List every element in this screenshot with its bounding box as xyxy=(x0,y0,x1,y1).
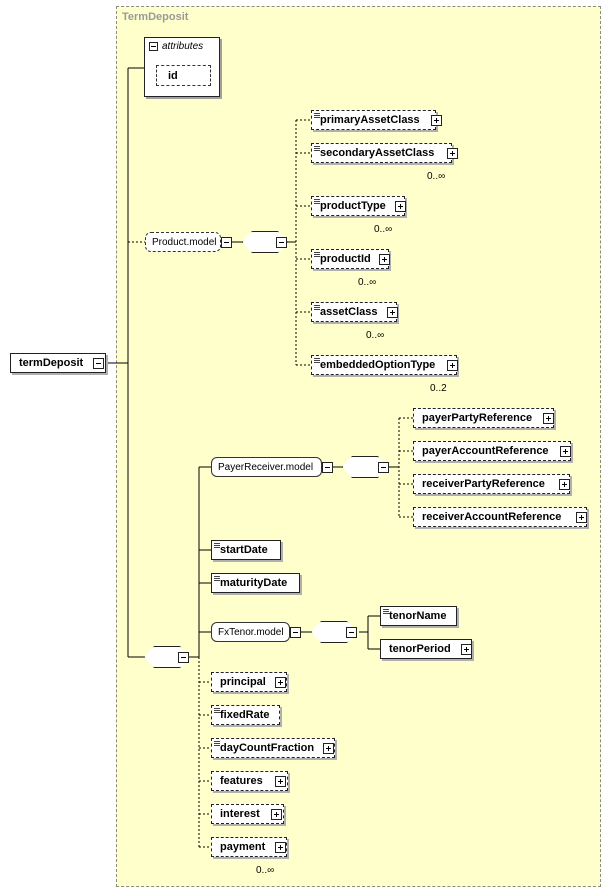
element-tenorname[interactable]: tenorName xyxy=(380,606,457,626)
element-label: tenorPeriod xyxy=(389,643,451,655)
expand-icon[interactable] xyxy=(275,842,286,853)
element-payment[interactable]: payment xyxy=(211,833,291,857)
group-fxtenor-model[interactable]: FxTenor.model xyxy=(211,622,290,642)
element-features[interactable]: features xyxy=(211,771,288,791)
element-label: payerPartyReference xyxy=(422,412,533,424)
documentation-icon xyxy=(314,146,320,152)
group-label: FxTenor.model xyxy=(218,627,284,638)
documentation-icon xyxy=(314,252,320,258)
element-daycountfraction[interactable]: dayCountFraction xyxy=(211,738,335,758)
collapse-icon[interactable] xyxy=(149,42,158,51)
expand-icon[interactable] xyxy=(576,512,587,523)
element-productid[interactable]: productId xyxy=(311,245,393,269)
expand-icon[interactable] xyxy=(447,148,458,159)
collapse-icon[interactable] xyxy=(221,237,232,248)
element-label: productType xyxy=(320,200,386,212)
element-interest[interactable]: interest xyxy=(211,804,284,824)
collapse-icon[interactable] xyxy=(276,237,287,248)
group-label: PayerReceiver.model xyxy=(218,462,314,473)
element-label: receiverAccountReference xyxy=(422,511,562,523)
element-label: payerAccountReference xyxy=(422,445,549,457)
element-label: maturityDate xyxy=(220,577,288,589)
element-label: tenorName xyxy=(389,610,447,622)
occurrence-label: 0..∞ xyxy=(366,330,385,341)
element-label: features xyxy=(220,775,263,787)
expand-icon[interactable] xyxy=(559,479,570,490)
element-maturitydate[interactable]: maturityDate xyxy=(211,573,300,593)
element-producttype[interactable]: productType xyxy=(311,192,409,216)
documentation-icon xyxy=(314,199,320,205)
collapse-icon[interactable] xyxy=(93,358,104,369)
collapse-icon[interactable] xyxy=(178,652,189,663)
attributes-box: attributes id xyxy=(144,37,220,97)
element-label: secondaryAssetClass xyxy=(320,147,435,159)
attributes-title: attributes xyxy=(162,41,204,52)
documentation-icon xyxy=(314,113,320,119)
element-label: assetClass xyxy=(320,306,378,318)
element-label: receiverPartyReference xyxy=(422,478,545,490)
element-payeraccountreference[interactable]: payerAccountReference xyxy=(413,441,571,461)
attribute-id[interactable]: id xyxy=(156,65,211,86)
element-label: principal xyxy=(220,676,266,688)
element-receiveraccountreference[interactable]: receiverAccountReference xyxy=(413,507,587,527)
root-element-termdeposit[interactable]: termDeposit xyxy=(10,353,106,373)
element-label: embeddedOptionType xyxy=(320,359,436,371)
group-label: Product.model xyxy=(152,237,217,248)
expand-icon[interactable] xyxy=(543,413,554,424)
expand-icon[interactable] xyxy=(461,644,472,655)
documentation-icon xyxy=(214,741,220,747)
occurrence-label: 0..∞ xyxy=(374,224,393,235)
expand-icon[interactable] xyxy=(431,115,442,126)
element-label: payment xyxy=(220,841,266,853)
complex-type-title: TermDeposit xyxy=(122,11,189,23)
element-embeddedoptiontype[interactable]: embeddedOptionType xyxy=(311,351,461,375)
expand-icon[interactable] xyxy=(275,677,286,688)
element-principal[interactable]: principal xyxy=(211,672,287,692)
element-primaryassetclass[interactable]: primaryAssetClass xyxy=(311,110,442,130)
element-label: startDate xyxy=(220,544,268,556)
element-label: dayCountFraction xyxy=(220,742,315,754)
collapse-icon[interactable] xyxy=(290,627,301,638)
collapse-icon[interactable] xyxy=(322,462,333,473)
documentation-icon xyxy=(214,543,220,549)
group-payerreceiver-model[interactable]: PayerReceiver.model xyxy=(211,457,322,477)
group-product-model[interactable]: Product.model xyxy=(145,232,221,252)
expand-icon[interactable] xyxy=(271,809,282,820)
expand-icon[interactable] xyxy=(395,201,406,212)
attribute-id-label: id xyxy=(168,70,178,82)
occurrence-label: 0..2 xyxy=(430,383,447,394)
expand-icon[interactable] xyxy=(379,254,390,265)
occurrence-label: 0..∞ xyxy=(427,171,446,182)
element-receiverpartyreference[interactable]: receiverPartyReference xyxy=(413,474,570,494)
occurrence-label: 0..∞ xyxy=(358,277,377,288)
expand-icon[interactable] xyxy=(447,360,458,371)
root-element-label: termDeposit xyxy=(19,357,84,369)
element-tenorperiod[interactable]: tenorPeriod xyxy=(380,639,472,659)
documentation-icon xyxy=(214,576,220,582)
element-payerpartyreference[interactable]: payerPartyReference xyxy=(413,408,554,428)
documentation-icon xyxy=(214,708,220,714)
collapse-icon[interactable] xyxy=(378,462,389,473)
documentation-icon xyxy=(314,358,320,364)
element-startdate[interactable]: startDate xyxy=(211,540,281,560)
documentation-icon xyxy=(314,305,320,311)
expand-icon[interactable] xyxy=(560,446,571,457)
element-label: fixedRate xyxy=(220,709,270,721)
element-label: productId xyxy=(320,253,371,265)
expand-icon[interactable] xyxy=(387,307,398,318)
expand-icon[interactable] xyxy=(275,776,286,787)
element-label: primaryAssetClass xyxy=(320,114,420,126)
documentation-icon xyxy=(383,609,389,615)
element-assetclass[interactable]: assetClass xyxy=(311,298,401,322)
occurrence-label: 0..∞ xyxy=(256,865,275,876)
expand-icon[interactable] xyxy=(323,743,334,754)
element-label: interest xyxy=(220,808,260,820)
element-fixedrate[interactable]: fixedRate xyxy=(211,705,280,725)
element-secondaryassetclass[interactable]: secondaryAssetClass xyxy=(311,139,458,163)
collapse-icon[interactable] xyxy=(346,627,357,638)
